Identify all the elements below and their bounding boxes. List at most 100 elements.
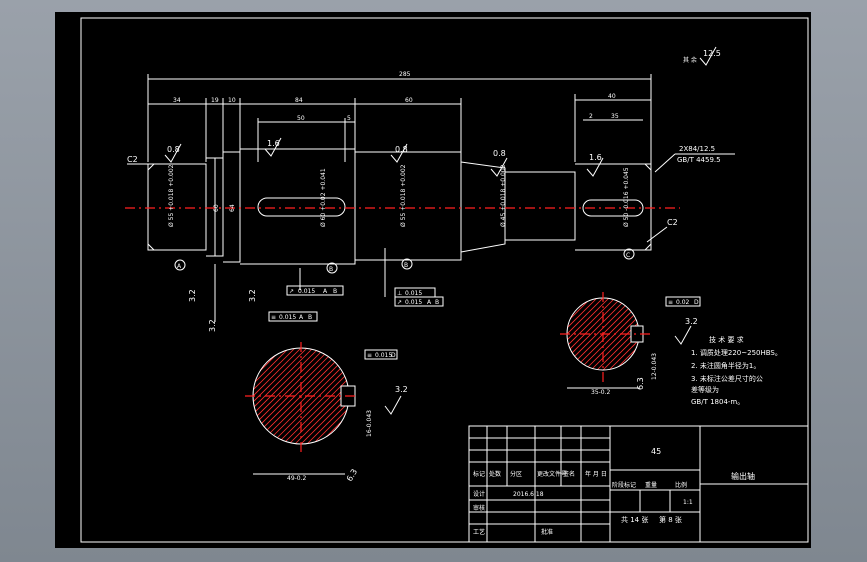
section-b-dim: 35-0.2 (591, 389, 611, 396)
datum-c: C (626, 252, 630, 259)
dia-2: 60 (213, 204, 220, 212)
chamfer-right: C2 (667, 218, 678, 227)
dim-40: 40 (608, 93, 616, 100)
keyway-right (582, 199, 644, 217)
svg-text:≡: ≡ (668, 299, 673, 306)
svg-text:B: B (435, 299, 439, 306)
drawing-frame (80, 17, 809, 543)
gtol-frame-2: ⊥ 0.015 ↗ 0.015 A B (384, 248, 444, 307)
svg-text:重量: 重量 (645, 481, 657, 489)
ra-11: 6.3 (636, 377, 645, 390)
chamfer-left: C2 (127, 155, 138, 164)
svg-text:D: D (694, 299, 699, 306)
section-a-key: 16-0.043 (366, 410, 373, 437)
svg-text:年 月 日: 年 月 日 (585, 470, 607, 478)
ra-2: 1.6 (267, 139, 280, 148)
dim-84: 84 (295, 97, 303, 104)
dia-7: Ø 50 -0.016 +0.045 (623, 167, 630, 227)
dim-5: 5 (347, 115, 351, 122)
notes-title: 技 术 要 求 (709, 335, 744, 344)
note-2: 2. 未注圆角半径为1。 (691, 361, 760, 370)
ra-4: 0.8 (493, 149, 506, 158)
svg-text:处数: 处数 (489, 470, 501, 478)
note-4: 差等级为 (691, 385, 719, 394)
scale: 1:1 (683, 499, 693, 506)
ra-7: 3.2 (248, 289, 257, 302)
dia-5: Ø 55 +0.018 +0.002 (400, 164, 407, 227)
svg-text:A: A (323, 288, 328, 295)
material: 45 (651, 447, 661, 456)
drawing-canvas[interactable]: 285 34 19 10 84 60 40 50 5 2 35 Ø 5 (55, 12, 811, 548)
dim-50: 50 (297, 115, 305, 122)
svg-text:⊥: ⊥ (397, 290, 402, 297)
svg-text:审核: 审核 (473, 504, 485, 512)
title-block: 标记 处数 分区 更改文件号 签名 年 月 日 2016.6.18 设计 审核 … (468, 425, 809, 543)
svg-text:0.02: 0.02 (676, 299, 690, 306)
svg-text:≡: ≡ (367, 352, 372, 359)
svg-text:批准: 批准 (541, 528, 553, 536)
dim-34: 34 (173, 97, 181, 104)
svg-text:↗: ↗ (289, 288, 294, 295)
dim-60: 60 (405, 97, 413, 104)
svg-text:B: B (308, 314, 312, 321)
dia-6: Ø 45 +0.018 +0.002 (500, 164, 507, 227)
svg-text:阶段标记: 阶段标记 (612, 481, 636, 489)
roughness-other-value: 12.5 (703, 49, 721, 58)
ra-8: 3.2 (208, 319, 217, 332)
date: 2016.6.18 (513, 491, 544, 498)
svg-text:↗: ↗ (397, 299, 402, 306)
shaft-drawing: 285 34 19 10 84 60 40 50 5 2 35 Ø 5 (80, 17, 809, 543)
roughness-symbols (164, 137, 604, 177)
dim-19: 19 (211, 97, 219, 104)
technical-notes: 技 术 要 求 1. 调质处理220~250HBS。 2. 未注圆角半径为1。 … (691, 335, 782, 406)
section-a-dim: 49-0.2 (287, 475, 307, 482)
svg-text:分区: 分区 (510, 470, 522, 478)
svg-text:0.015: 0.015 (375, 352, 392, 359)
datum-b2: B (404, 262, 408, 269)
datum-b1: B (329, 266, 333, 273)
ra-10: 6.3 (345, 467, 359, 483)
svg-text:0.015: 0.015 (405, 299, 422, 306)
datum-a: A (177, 263, 182, 270)
section-left: 49-0.2 16-0.043 ≡ 0.015 D 3.2 6.3 (245, 342, 408, 483)
svg-text:0.015: 0.015 (279, 314, 296, 321)
note-3: 3. 未标注公差尺寸的公 (691, 374, 763, 383)
shaft-outline (147, 148, 652, 265)
section-b-key: 12-0.043 (651, 353, 658, 380)
ra-12: 3.2 (685, 317, 698, 326)
svg-text:D: D (391, 352, 396, 359)
gtol-frame-1: ↗ 0.015 A B (286, 268, 344, 296)
ra-1: 0.8 (167, 145, 180, 154)
svg-text:比例: 比例 (675, 481, 687, 489)
svg-text:A: A (299, 314, 304, 321)
ra-6: 3.2 (188, 289, 197, 302)
roughness-other-label: 其 余 (683, 56, 697, 64)
note-5: GB/T 1804-m。 (691, 398, 744, 406)
ra-5: 1.6 (589, 153, 602, 162)
dia-1: Ø 55 +0.018 +0.002 (168, 164, 175, 227)
section-right: 35-0.2 12-0.043 ≡ 0.02 D 3.2 6.3 (560, 292, 701, 396)
thread-std: GB/T 4459.5 (677, 156, 721, 164)
gtol-frame-3: ≡ 0.015 A B (214, 264, 318, 322)
svg-text:标记: 标记 (473, 470, 485, 478)
svg-text:签名: 签名 (563, 470, 575, 478)
svg-text:设计: 设计 (473, 490, 485, 498)
svg-text:0.015: 0.015 (405, 290, 422, 297)
overall-length: 285 (399, 71, 411, 78)
svg-text:0.015: 0.015 (298, 288, 315, 295)
dia-4: Ø 60 +0.02 +0.041 (320, 168, 327, 227)
part-name: 输出轴 (731, 471, 755, 481)
sheet-total: 共 14 张 (621, 515, 648, 524)
dim-35: 35 (611, 113, 619, 120)
svg-text:工艺: 工艺 (473, 528, 485, 536)
dim-2: 2 (589, 113, 593, 120)
svg-text:≡: ≡ (271, 314, 276, 321)
svg-text:A: A (427, 299, 432, 306)
svg-text:更改文件号: 更改文件号 (537, 470, 567, 478)
ra-3: 0.8 (395, 145, 408, 154)
svg-text:B: B (333, 288, 337, 295)
keyway-left (257, 197, 346, 217)
datum-markers (174, 248, 635, 274)
ra-9: 3.2 (395, 385, 408, 394)
